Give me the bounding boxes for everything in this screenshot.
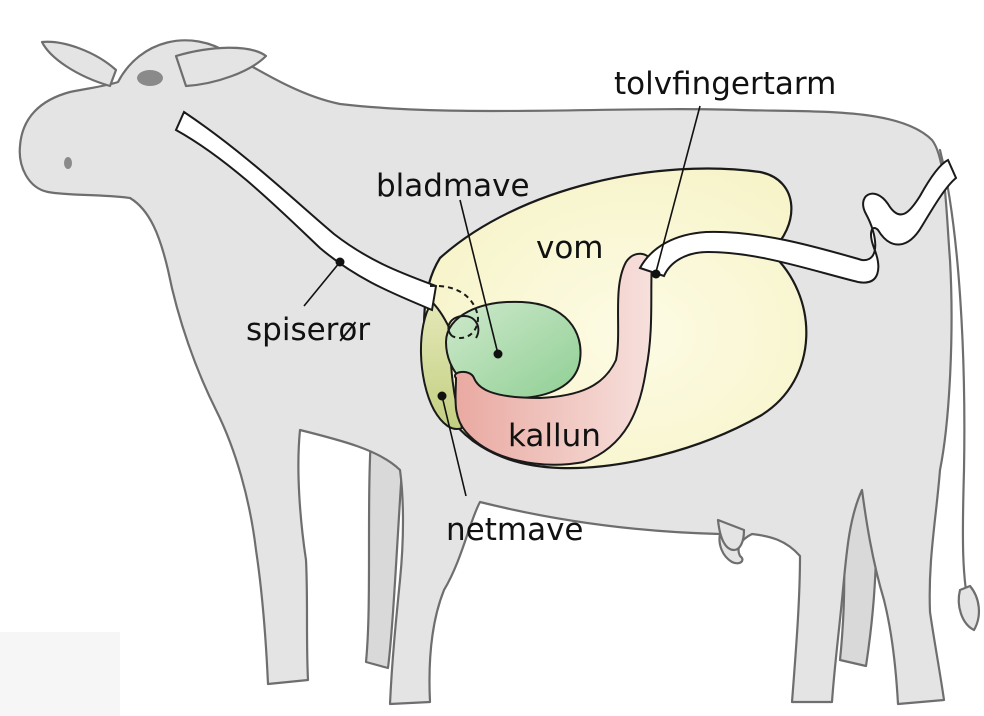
dot-bladmave: [494, 350, 503, 359]
dot-tolvfingertarm: [652, 270, 661, 279]
background-panel: [0, 632, 120, 716]
label-spiseror: spiserør: [246, 312, 370, 348]
nostril-icon: [64, 157, 72, 169]
label-netmave: netmave: [446, 512, 584, 548]
label-vom: vom: [536, 230, 604, 266]
tail-tuft: [959, 586, 979, 630]
dot-netmave: [438, 392, 447, 401]
eye-icon: [137, 70, 163, 86]
label-tolvfingertarm: tolvfingertarm: [614, 66, 836, 102]
dot-spiseror: [336, 258, 345, 267]
label-kallun: kallun: [508, 418, 601, 454]
left-ear: [42, 42, 116, 86]
label-bladmave: bladmave: [376, 168, 530, 204]
